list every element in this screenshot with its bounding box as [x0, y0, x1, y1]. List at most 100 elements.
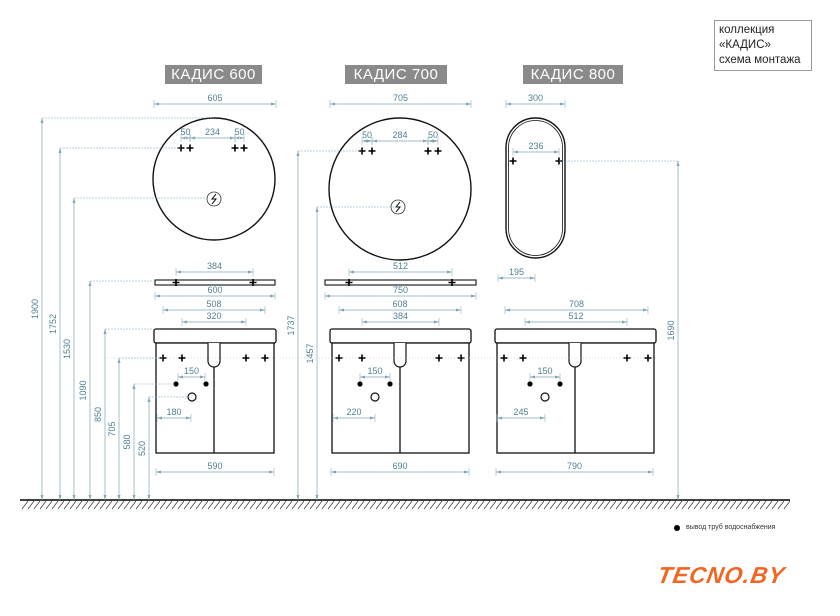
mounting-hole-icon: [172, 279, 180, 286]
dimension-label: 690: [392, 461, 407, 471]
model-title-600: КАДИС 600: [165, 65, 262, 84]
dimension-label: 50: [362, 130, 372, 140]
horizontal-dimension: [505, 100, 566, 108]
horizontal-dimension: [529, 373, 561, 381]
vertical-dimension: [72, 197, 207, 500]
mounting-hole-icon: [335, 354, 343, 362]
horizontal-dimension: [495, 468, 654, 476]
dimension-label: 150: [537, 366, 552, 376]
collection-line: «КАДИС»: [719, 39, 771, 51]
horizontal-dimension: [524, 318, 628, 326]
mounting-hole-icon: [434, 147, 442, 155]
dimension-label: 245: [513, 407, 528, 417]
horizontal-dimension: [330, 468, 470, 476]
siphon-cutout: [207, 343, 221, 368]
floor-hatching: [21, 500, 791, 510]
horizontal-dimension: [359, 373, 391, 381]
dimension-label: 708: [569, 299, 584, 309]
water-outlet-dot: [357, 381, 363, 387]
dimension-label: 705: [393, 93, 408, 103]
height-label: 850: [93, 407, 103, 422]
horizontal-dimension: [361, 318, 440, 326]
model-title-700: КАДИС 700: [345, 65, 447, 84]
horizontal-dimension: [155, 468, 275, 476]
vertical-dimension: [315, 206, 398, 500]
collection-line: схема монтажа: [719, 54, 801, 66]
dimension-label: 600: [207, 285, 222, 295]
vertical-dimension: [103, 328, 154, 500]
mounting-hole-icon: [424, 147, 432, 155]
water-outlet-dot: [173, 381, 179, 387]
collection-line: коллекция: [719, 24, 775, 36]
vertical-dimension: [88, 280, 155, 500]
dimension-label: 512: [568, 311, 583, 321]
height-label: 580: [122, 434, 132, 449]
dimension-arrows: [497, 416, 545, 420]
drain-outlet: [370, 392, 380, 402]
horizontal-dimension: [496, 414, 546, 422]
dimension-label: 384: [207, 261, 222, 271]
mounting-hole-icon: [368, 147, 376, 155]
dimension-label: 150: [367, 366, 382, 376]
dimension-label: 50: [234, 127, 244, 137]
dimension-label: 605: [207, 93, 222, 103]
dimension-label: 508: [206, 299, 221, 309]
mounting-hole-icon: [448, 279, 456, 286]
dimension-arrows: [428, 139, 438, 143]
drain-outlet: [540, 392, 550, 402]
round-mirror-700: [328, 117, 472, 261]
dimension-label: 320: [206, 311, 221, 321]
vertical-dimension: [40, 117, 214, 500]
mounting-hole-icon: [509, 157, 517, 165]
height-label: 1530: [62, 339, 72, 359]
washbasin-top: [153, 328, 277, 344]
dimension-arrows: [190, 136, 235, 140]
mounting-hole-icon: [358, 354, 366, 362]
horizontal-dimension: [177, 373, 206, 381]
vertical-dimension: [296, 150, 362, 500]
horizontal-dimension: [504, 306, 649, 314]
horizontal-dimension: [234, 134, 245, 142]
water-outlet-dot-icon: [674, 524, 680, 531]
dimension-label: 50: [428, 130, 438, 140]
horizontal-dimension: [329, 100, 472, 108]
horizontal-dimension: [153, 100, 277, 108]
height-label: 1900: [30, 299, 40, 319]
height-label: 1457: [305, 343, 315, 363]
height-label: 705: [107, 421, 117, 436]
vertical-dimension: [117, 357, 163, 500]
water-outlet-dot: [527, 381, 533, 387]
height-label: 1690: [666, 320, 676, 340]
horizontal-dimension: [497, 274, 536, 282]
height-label: 1737: [286, 315, 296, 335]
horizontal-dimension: [175, 268, 254, 276]
dimension-label: 50: [180, 127, 190, 137]
dimension-label: 300: [528, 93, 543, 103]
dimension-label: 234: [205, 127, 220, 137]
dimension-label: 750: [393, 285, 408, 295]
height-label: 1090: [78, 380, 88, 400]
shelf-600: [154, 279, 276, 286]
legend: вывод труб водоснабжения: [674, 524, 775, 531]
horizontal-dimension: [361, 137, 373, 145]
washbasin-top: [329, 328, 472, 344]
dimension-label: 384: [393, 311, 408, 321]
dimension-label: 608: [392, 299, 407, 309]
horizontal-dimension: [162, 306, 266, 314]
height-label: 520: [137, 441, 147, 456]
mounting-hole-icon: [500, 354, 508, 362]
legend-label: вывод труб водоснабжения: [686, 524, 776, 531]
power-outlet-icon: [206, 191, 222, 207]
horizontal-dimension: [512, 148, 560, 156]
lightning-icon: [210, 193, 218, 205]
mounting-hole-icon: [231, 144, 239, 152]
mounting-hole-icon: [644, 354, 652, 362]
oval-mirror-800: [505, 117, 566, 259]
mounting-hole-icon: [178, 354, 186, 362]
vertical-dimension: [132, 383, 176, 500]
horizontal-dimension: [338, 306, 462, 314]
model-title-800: КАДИС 800: [523, 65, 623, 84]
vertical-dimension: [559, 160, 680, 500]
horizontal-dimension: [332, 414, 376, 422]
